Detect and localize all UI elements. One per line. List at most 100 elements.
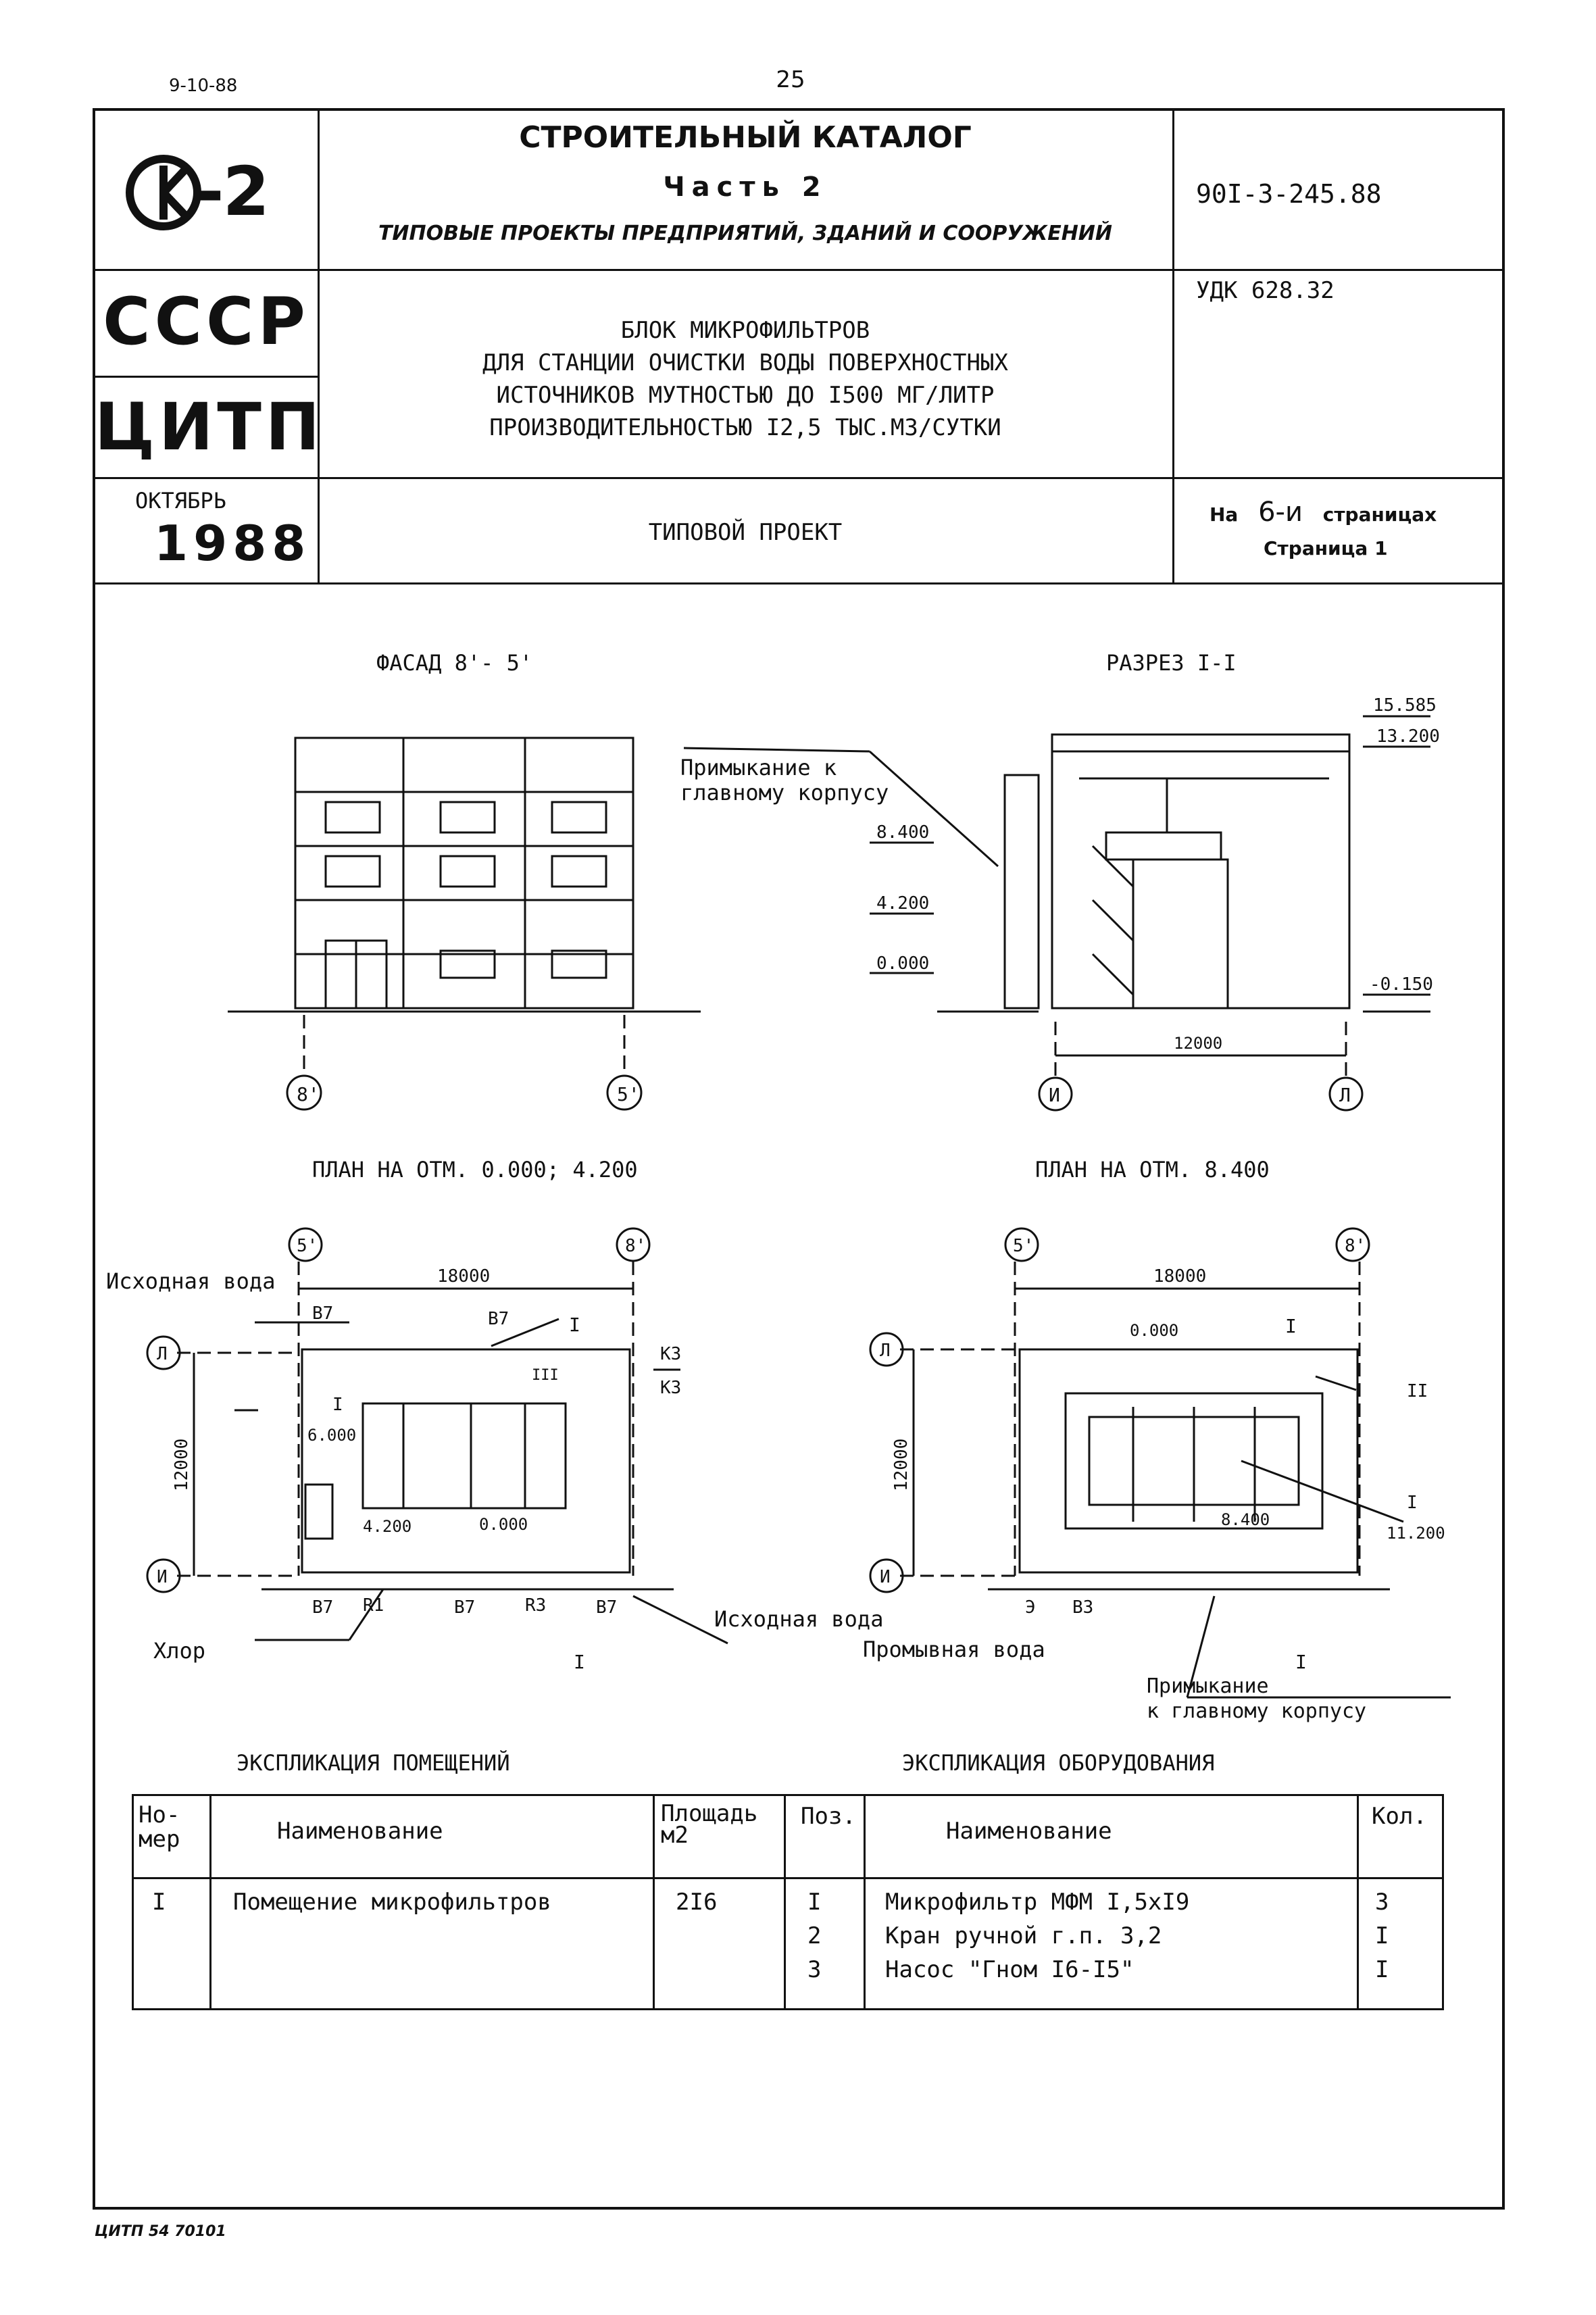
equip-qty-cell: I [1375,1922,1389,1949]
pipe-label: В3 [1072,1597,1093,1618]
section-axis-left: И [1049,1084,1060,1106]
k2-logo-icon [126,155,201,230]
section-dim-width: 12000 [1174,1034,1222,1053]
page-number: 25 [776,66,805,93]
section-mark: I [1295,1651,1307,1673]
catalog-logo: -2 [122,145,297,247]
plan-upper-dim-depth: 12000 [891,1439,912,1491]
pipe-label: R1 [363,1595,384,1616]
col-header-equipment-name: Наименование [946,1818,1112,1845]
explication-table [132,1794,1444,2010]
pipe-label: В7 [312,1303,333,1324]
label-adjoin-line2: к главному корпусу [1147,1699,1366,1723]
section-mark: I [1285,1315,1297,1337]
facade-axis-left: 8' [297,1083,320,1105]
plan-upper-axis-right: 8' [1345,1236,1366,1256]
date-stamp: 9-10-88 [169,76,238,96]
room-number: I [332,1395,343,1415]
catalog-part: Часть 2 [663,172,828,203]
section-level: 15.585 [1373,695,1437,716]
doc-type: ТИПОВОЙ ПРОЕКТ [648,519,843,546]
equip-qty-cell: I [1375,1956,1389,1983]
col-header-quantity: Кол. [1372,1803,1427,1830]
equip-mark: I [1407,1493,1418,1513]
project-title-line: ДЛЯ СТАНЦИИ ОЧИСТКИ ВОДЫ ПОВЕРХНОСТНЫХ [482,349,1008,376]
plan-lower-dim-width: 18000 [437,1266,490,1287]
issue-month: ОКТЯБРЬ [135,488,226,514]
sheet-frame [93,108,1505,2210]
facade-axis-right: 5' [617,1083,640,1105]
page-label: Страница 1 [1264,537,1388,559]
pipe-label: Э [1025,1597,1036,1618]
label-source-water: Исходная вода [106,1268,275,1294]
pages-prefix: На [1210,503,1239,526]
section-title: РАЗРЕЗ I-I [1106,650,1237,676]
udk-code: УДК 628.32 [1196,277,1335,304]
pipe-label: К3 [660,1378,681,1398]
plan-upper-axis-left: 5' [1013,1236,1034,1256]
plan-upper-dim-width: 18000 [1153,1266,1206,1287]
section-note-line1: Примыкание к [680,755,837,780]
project-title: БЛОК МИКРОФИЛЬТРОВ ДЛЯ СТАНЦИИ ОЧИСТКИ В… [319,314,1172,444]
section-level: 13.200 [1376,726,1440,747]
plan-upper-title: ПЛАН НА ОТМ. 8.400 [1035,1157,1270,1183]
section-mark: I [574,1651,585,1673]
pipe-label: В7 [454,1597,475,1618]
plan-lower-title: ПЛАН НА ОТМ. 0.000; 4.200 [312,1157,638,1183]
plan-lower-drawing [146,1227,728,1645]
pages-count: 6-и [1258,497,1303,528]
col-header-room-name: Наименование [277,1818,443,1845]
room-area-cell: 2I6 [676,1889,718,1916]
pages-suffix: страницах [1322,503,1437,526]
catalog-subtitle: ТИПОВЫЕ ПРОЕКТЫ ПРЕДПРИЯТИЙ, ЗДАНИЙ И СО… [378,222,1113,245]
rooms-table-caption: ЭКСПЛИКАЦИЯ ПОМЕЩЕНИЙ [236,1750,510,1776]
project-title-line: БЛОК МИКРОФИЛЬТРОВ [620,317,870,344]
project-title-line: ПРОИЗВОДИТЕЛЬНОСТЬЮ I2,5 ТЫС.М3/СУТКИ [489,414,1001,441]
section-note-line2: главному корпусу [680,780,889,805]
pipe-label: В7 [488,1309,509,1329]
catalog-title: СТРОИТЕЛЬНЫЙ КАТАЛОГ [519,120,972,155]
label-source-water-2: Исходная вода [714,1606,883,1632]
plan-level: 6.000 [307,1426,356,1445]
pipe-label: R3 [525,1595,546,1616]
plan-upper-axis-top: Л [880,1341,891,1361]
equip-qty-cell: 3 [1375,1889,1389,1916]
equip-mark: II [1407,1381,1428,1401]
plan-lower-axis-bottom: И [157,1567,168,1587]
pipe-label: В7 [596,1597,617,1618]
section-level: 0.000 [876,953,929,974]
col-header-area: Площадь м2 [661,1800,758,1849]
issue-year: 1988 [154,515,311,572]
room-name-cell: Помещение микрофильтров [233,1889,551,1916]
country-label: СССР [103,284,309,359]
section-axis-right: Л [1339,1084,1351,1106]
equip-name-cell: Кран ручной г.п. 3,2 [885,1922,1162,1949]
section-level: 4.200 [876,893,929,914]
plan-level: 11.200 [1387,1524,1445,1543]
col-header-number: Но- мер [139,1801,180,1853]
footer-stamp: ЦИТП 54 70101 [95,2223,226,2240]
plan-lower-axis-top: Л [157,1344,168,1364]
plan-upper-drawing [869,1227,1451,1699]
pipe-label: К3 [660,1344,681,1364]
plan-lower-axis-right: 8' [625,1236,646,1256]
equip-name-cell: Насос "Гном I6-I5" [885,1956,1134,1983]
pipe-label: В7 [312,1597,333,1618]
room-num-cell: I [152,1889,166,1916]
project-code: 90I-3-245.88 [1196,179,1382,209]
equip-pos-cell: I [807,1889,822,1916]
facade-drawing [228,737,701,1111]
pages-info: На 6-и страницах [1210,497,1437,528]
equipment-table-caption: ЭКСПЛИКАЦИЯ ОБОРУДОВАНИЯ [902,1750,1215,1776]
plan-level: 8.400 [1221,1510,1270,1529]
project-title-line: ИСТОЧНИКОВ МУТНОСТЬЮ ДО I500 МГ/ЛИТР [496,382,995,409]
col-header-position: Поз. [801,1803,856,1830]
label-chlorine: Хлор [153,1638,205,1664]
label-wash-water: Промывная вода [863,1637,1045,1662]
plan-level: 4.200 [363,1517,412,1536]
equip-name-cell: Микрофильтр МФМ I,5хI9 [885,1889,1190,1916]
equip-mark: III [532,1367,559,1384]
plan-upper-axis-bottom: И [880,1567,891,1587]
equip-pos-cell: 2 [807,1922,822,1949]
plan-level: 0.000 [479,1515,528,1534]
